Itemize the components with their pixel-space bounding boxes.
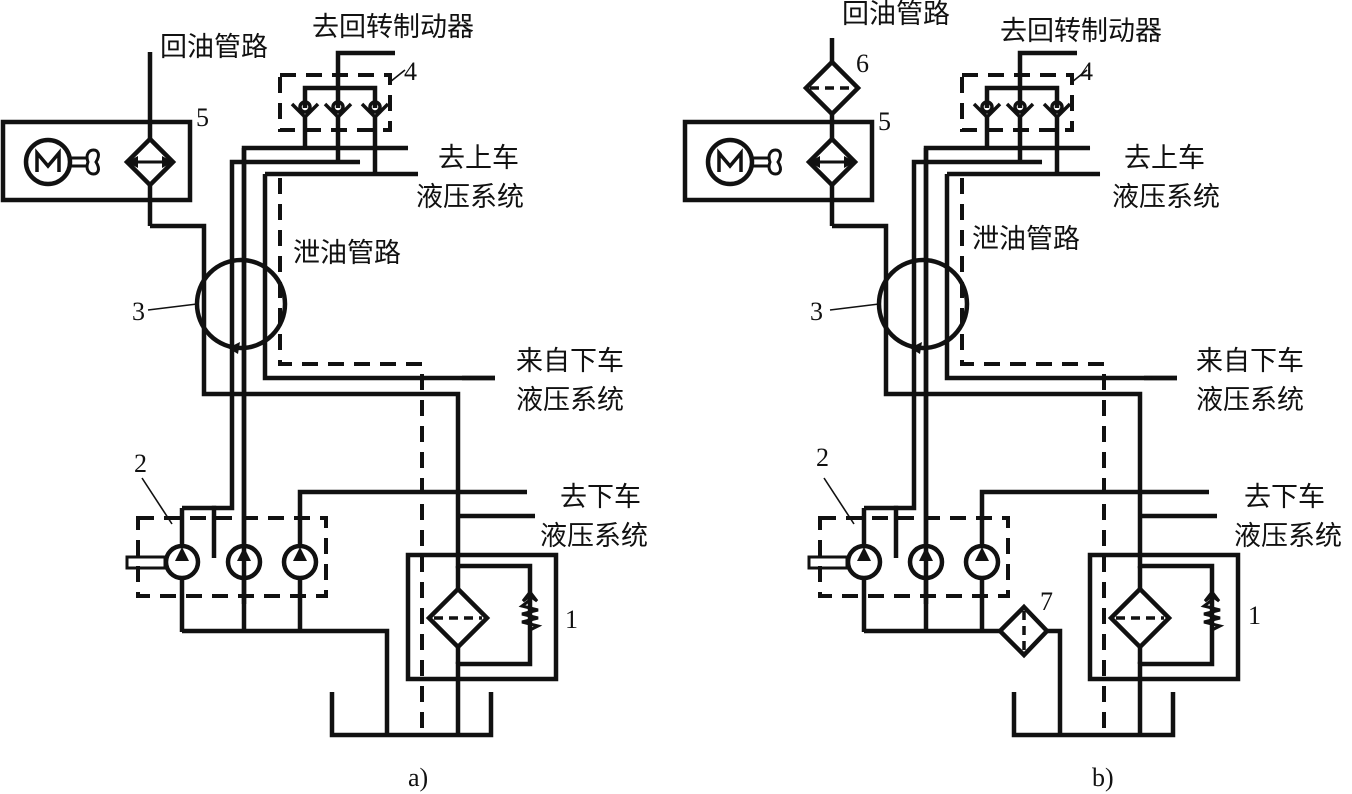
label-from-lower-2: 液压系统: [516, 385, 624, 416]
panel-b: 回油管路 去回转制动器 去上车 液压系统 泄油管路 来自下车 液压系统 去下车 …: [685, 0, 1342, 792]
label-to-lower-1: 去下车: [560, 482, 641, 513]
label-to-upper-1: 去上车: [1124, 143, 1205, 174]
label-to-lower-1: 去下车: [1244, 482, 1325, 513]
component-number-2: 2: [816, 443, 829, 472]
panel-a: 回油管路 去回转制动器 去上车 液压系统 泄油管路 来自下车 液压系统 去下车 …: [3, 12, 648, 792]
caption-a: a): [408, 763, 428, 792]
label-return-line: 回油管路: [160, 32, 268, 63]
label-to-upper-2: 液压系统: [1112, 182, 1220, 213]
component-number-3: 3: [132, 297, 145, 326]
component-number-4: 4: [1080, 57, 1093, 86]
label-return-line: 回油管路: [842, 0, 950, 30]
suction-filter-7: [996, 603, 1051, 659]
label-to-lower-2: 液压系统: [540, 521, 648, 552]
label-to-slewing-brake: 去回转制动器: [312, 12, 474, 43]
label-from-lower-1: 来自下车: [516, 346, 624, 377]
suction-line-a: [182, 628, 390, 735]
label-drain-line: 泄油管路: [972, 224, 1080, 255]
component-number-7: 7: [1040, 587, 1053, 616]
caption-b: b): [1092, 763, 1114, 792]
label-from-lower-2: 液压系统: [1196, 385, 1304, 416]
component-number-1: 1: [565, 605, 578, 634]
label-to-slewing-brake: 去回转制动器: [1000, 16, 1162, 47]
component-number-3: 3: [810, 297, 823, 326]
label-to-upper-2: 液压系统: [416, 182, 524, 213]
component-number-5: 5: [196, 103, 209, 132]
label-to-upper-1: 去上车: [438, 143, 519, 174]
label-to-lower-2: 液压系统: [1234, 521, 1342, 552]
component-number-1: 1: [1248, 601, 1261, 630]
component-number-5: 5: [878, 107, 891, 136]
component-number-2: 2: [134, 449, 147, 478]
label-drain-line: 泄油管路: [293, 238, 401, 269]
label-from-lower-1: 来自下车: [1196, 346, 1304, 377]
component-number-4: 4: [404, 57, 417, 86]
component-number-6: 6: [856, 49, 869, 78]
suction-line-b2: [1047, 628, 1063, 735]
